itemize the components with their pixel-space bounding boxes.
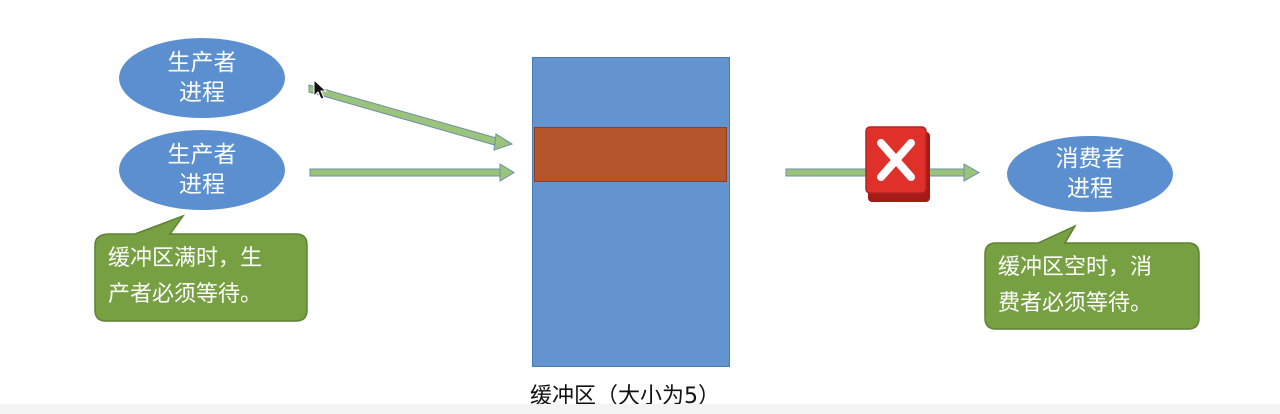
- consumer-callout-shape: [984, 224, 1200, 330]
- producer-process-2-label: 生产者 进程: [167, 142, 237, 198]
- consumer-note-line-2: 费者必须等待。: [998, 291, 1153, 316]
- producer-note-line-2: 产者必须等待。: [108, 282, 263, 307]
- x-mark-icon: [865, 126, 930, 202]
- producer-callout-shape: [94, 214, 308, 322]
- consumer-process: 消费者 进程: [1007, 136, 1173, 212]
- producer-process-1: 生产者 进程: [119, 38, 285, 118]
- producer-process-2: 生产者 进程: [119, 130, 285, 210]
- consumer-note: 缓冲区空时，消 费者必须等待。: [998, 250, 1152, 322]
- producer-1-arrow: [308, 84, 514, 151]
- mouse-pointer-icon: [313, 78, 328, 100]
- buffer-occupied-slot: [534, 127, 727, 182]
- producer-2-arrow: [309, 163, 515, 182]
- producer-process-1-label: 生产者 进程: [167, 50, 237, 106]
- bottom-strip: [0, 404, 1280, 414]
- producer-note-line-1: 缓冲区满时，生: [108, 246, 263, 271]
- producer-note: 缓冲区满时，生 产者必须等待。: [108, 241, 262, 313]
- buffer: [532, 57, 730, 367]
- consumer-process-label: 消费者 进程: [1055, 146, 1125, 202]
- consumer-note-line-1: 缓冲区空时，消: [998, 255, 1153, 280]
